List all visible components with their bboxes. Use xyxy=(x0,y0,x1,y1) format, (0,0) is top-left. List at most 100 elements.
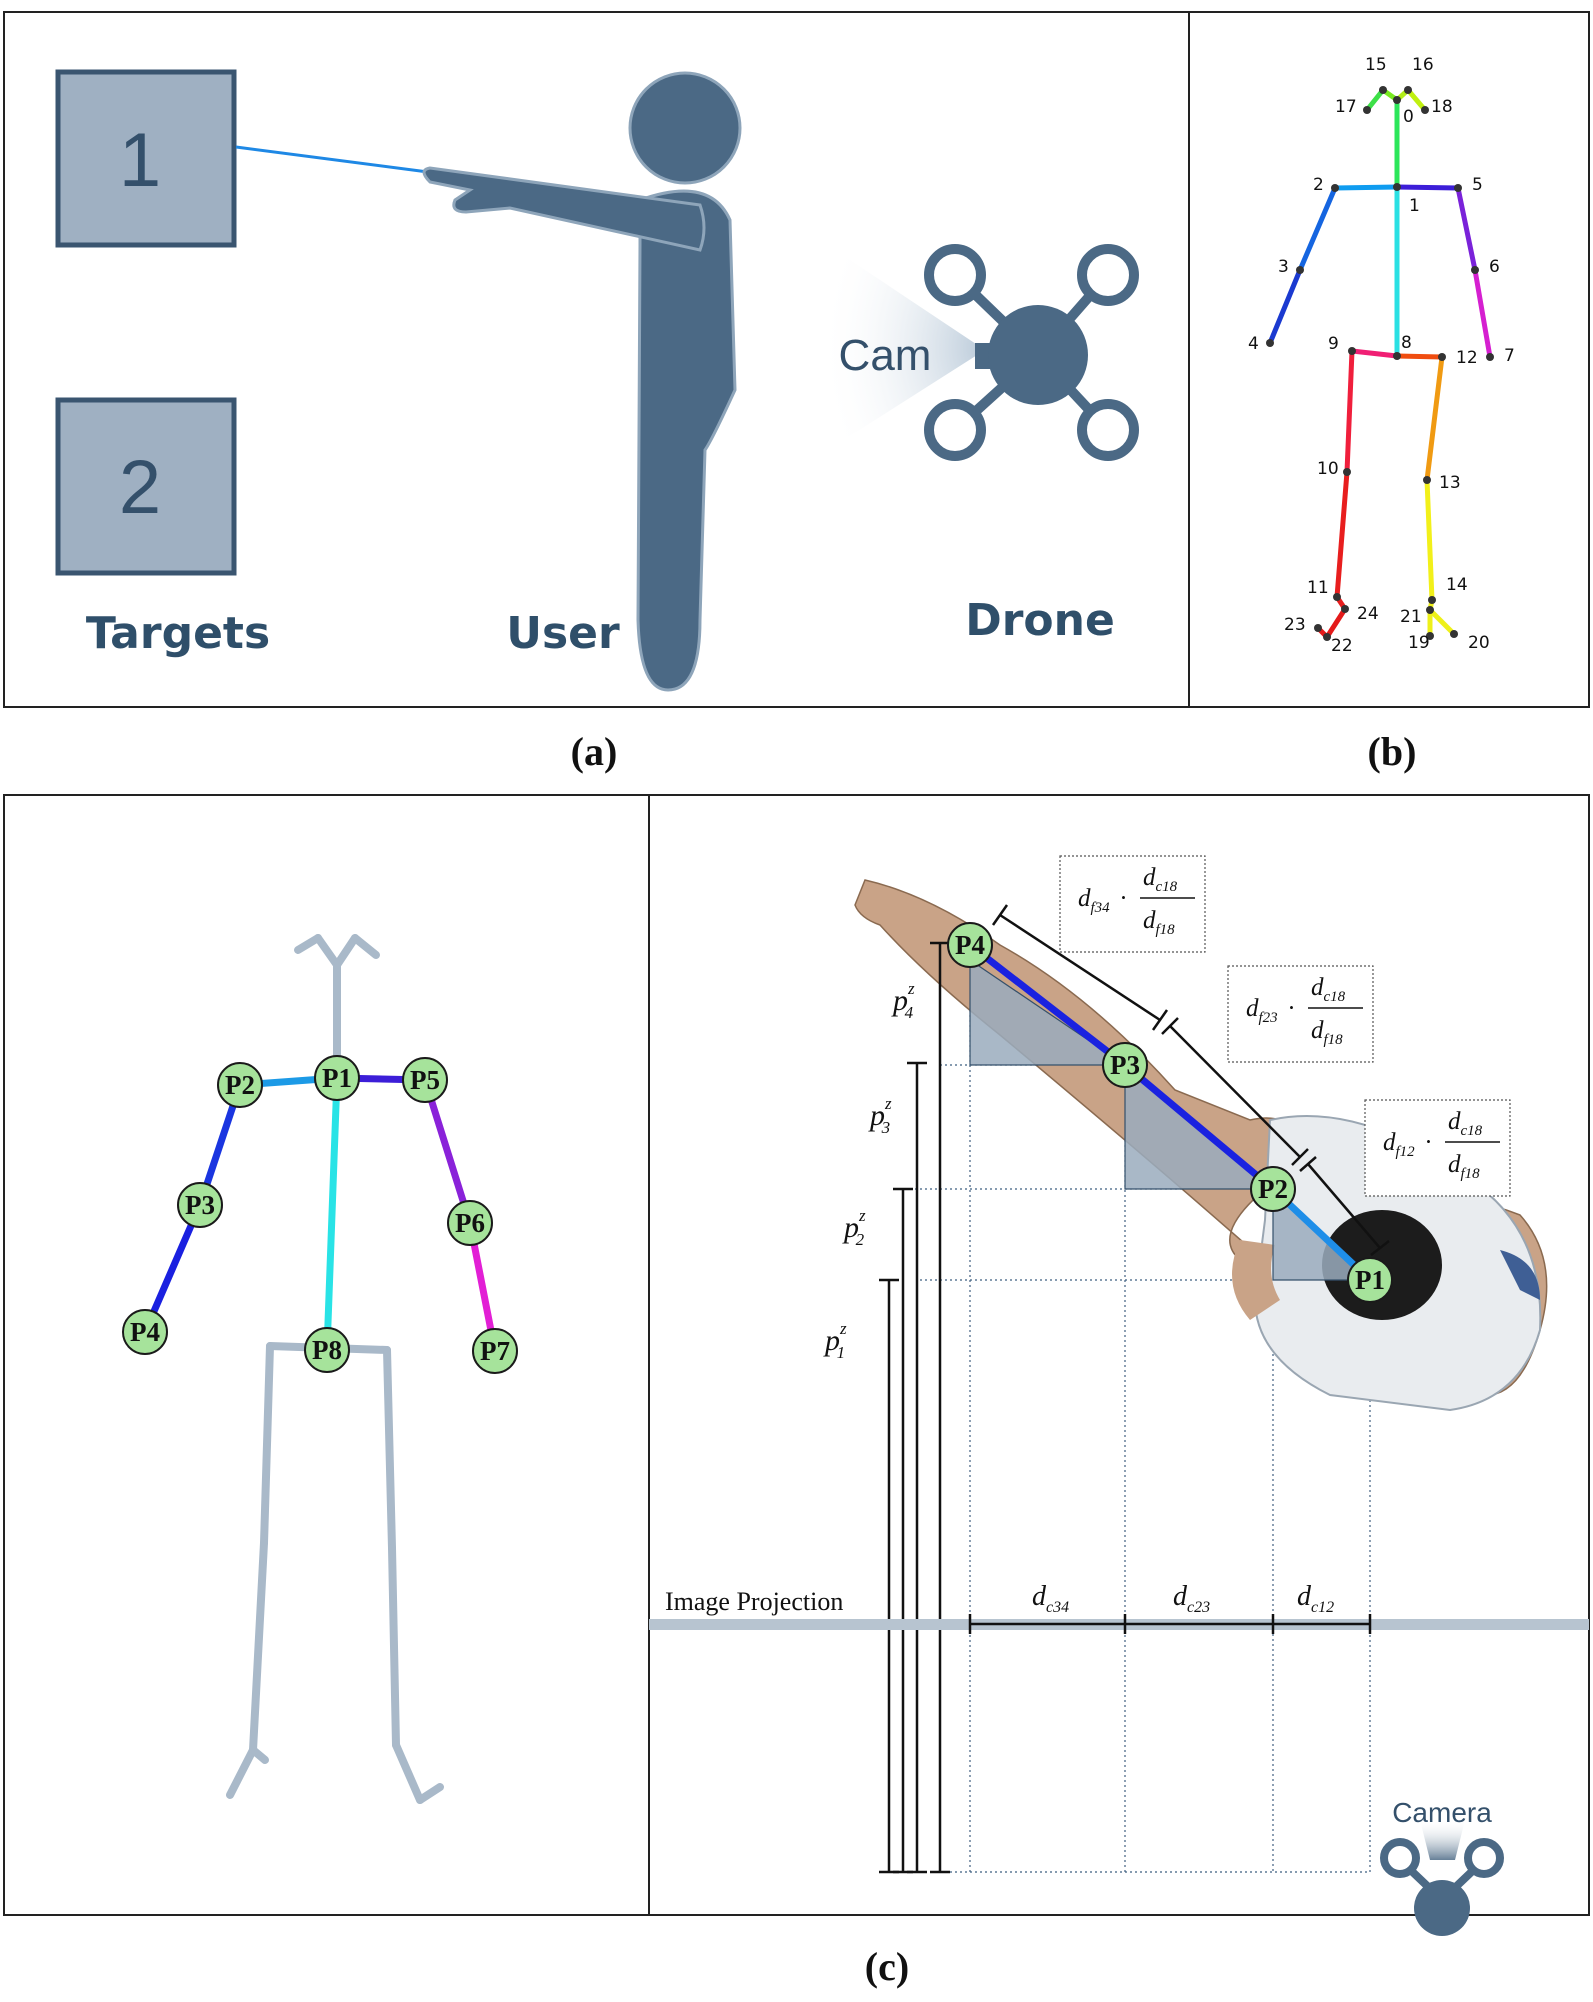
node-p6 xyxy=(447,1200,493,1246)
keypoint-label-3: 3 xyxy=(1278,257,1289,277)
keypoint-dot-24 xyxy=(1341,605,1349,613)
dc34-label: dc34 xyxy=(1032,1581,1069,1616)
keypoint-dot-19 xyxy=(1426,632,1434,640)
keypoint-label-0: 0 xyxy=(1403,107,1414,127)
keypoint-dot-7 xyxy=(1486,353,1494,361)
proj-node-label-p1: P1 xyxy=(1355,1265,1385,1295)
keypoint-label-24: 24 xyxy=(1357,604,1379,624)
drone-icon: Cam xyxy=(820,240,1139,461)
user-label: User xyxy=(506,608,620,659)
arm-limb-p1-p8 xyxy=(323,1074,341,1354)
depth-bars xyxy=(879,941,950,1874)
keypoint-dot-4 xyxy=(1266,339,1274,347)
limb-9-10 xyxy=(1344,348,1355,475)
camera-view-cone xyxy=(820,240,985,455)
node-p5 xyxy=(402,1057,448,1103)
keypoint-label-16: 16 xyxy=(1412,55,1434,75)
keypoint-label-6: 6 xyxy=(1489,257,1500,277)
svg-text:df18: df18 xyxy=(1448,1151,1480,1182)
keypoint-label-12: 12 xyxy=(1456,348,1478,368)
keypoint-dot-6 xyxy=(1471,266,1479,274)
keypoint-label-22: 22 xyxy=(1331,636,1353,656)
keypoint-label-15: 15 xyxy=(1365,55,1387,75)
keypoint-dot-21 xyxy=(1426,606,1434,614)
keypoint-dot-9 xyxy=(1348,347,1356,355)
formula-f12: df12 · dc18 df18 xyxy=(1364,1099,1511,1197)
limb-5-6 xyxy=(1455,185,1478,273)
keypoint-dot-2 xyxy=(1331,184,1339,192)
keypoint-label-20: 20 xyxy=(1468,633,1490,653)
keypoint-label-13: 13 xyxy=(1439,473,1461,493)
keypoint-dot-14 xyxy=(1428,596,1436,604)
node-p1 xyxy=(314,1055,360,1101)
keypoint-dot-22 xyxy=(1323,633,1331,641)
keypoint-label-8: 8 xyxy=(1401,333,1412,353)
faded-skeleton xyxy=(226,934,444,1804)
keypoint-dot-18 xyxy=(1421,106,1429,114)
projection-segments xyxy=(968,1614,1372,1634)
dc23-label: dc23 xyxy=(1173,1581,1210,1616)
panel-c-right-frame xyxy=(648,794,1590,1916)
panel-a: 1 2 C xyxy=(3,11,1190,708)
node-label-p4: P4 xyxy=(130,1317,160,1347)
drone-label: Drone xyxy=(965,595,1115,646)
node-label-p8: P8 xyxy=(312,1335,342,1365)
keypoint-label-2: 2 xyxy=(1313,175,1324,195)
limb-1-2 xyxy=(1332,184,1400,191)
keypoint-label-19: 19 xyxy=(1408,633,1430,653)
keypoint-label-14: 14 xyxy=(1446,575,1468,595)
keypoint-dot-0 xyxy=(1393,96,1401,104)
keypoint-dot-8 xyxy=(1393,352,1401,360)
keypoint-dot-16 xyxy=(1404,86,1412,94)
keypoint-label-4: 4 xyxy=(1248,334,1259,354)
user-silhouette xyxy=(422,71,742,692)
proj-node-label-p2: P2 xyxy=(1258,1174,1288,1204)
node-label-p2: P2 xyxy=(225,1070,255,1100)
proj-node-label-p3: P3 xyxy=(1110,1050,1140,1080)
limb-3-4 xyxy=(1267,267,1303,346)
arm-limb-p5-p6 xyxy=(421,1076,474,1227)
svg-text:df18: df18 xyxy=(1311,1017,1343,1048)
keypoint-dot-13 xyxy=(1423,476,1431,484)
keypoint-label-18: 18 xyxy=(1431,97,1453,117)
node-label-p7: P7 xyxy=(480,1336,510,1366)
keypoint-dot-1 xyxy=(1393,183,1401,191)
target-2-number: 2 xyxy=(119,445,161,530)
node-p2 xyxy=(217,1062,263,1108)
svg-text:df12: df12 xyxy=(1383,1129,1415,1160)
node-label-p6: P6 xyxy=(455,1208,485,1238)
svg-text:dc18: dc18 xyxy=(1311,974,1346,1005)
limb-1-5 xyxy=(1394,184,1461,191)
keypoint-label-17: 17 xyxy=(1335,97,1357,117)
camera-icon: Camera xyxy=(1380,1797,1504,1936)
arm-limb-p3-p4 xyxy=(141,1201,204,1336)
keypoint-dot-12 xyxy=(1438,353,1446,361)
formula-f34: df34 · dc18 df18 xyxy=(1059,855,1206,953)
limb-15-17 xyxy=(1364,87,1386,113)
svg-text:·: · xyxy=(1120,885,1126,912)
dc12-label: dc12 xyxy=(1297,1581,1334,1616)
keypoint-dot-10 xyxy=(1343,468,1351,476)
targets-label: Targets xyxy=(86,608,270,659)
node-p7 xyxy=(472,1328,518,1374)
svg-text:df23: df23 xyxy=(1246,995,1278,1026)
keypoint-dot-17 xyxy=(1363,106,1371,114)
proj-node-p2 xyxy=(1250,1166,1296,1212)
limb-21-20 xyxy=(1427,607,1457,637)
svg-text:dc18: dc18 xyxy=(1448,1108,1483,1139)
keypoint-dot-5 xyxy=(1454,184,1462,192)
node-label-p3: P3 xyxy=(185,1190,215,1220)
svg-text:df34: df34 xyxy=(1078,885,1110,916)
limb-2-3 xyxy=(1297,185,1338,273)
node-label-p5: P5 xyxy=(410,1065,440,1095)
limb-13-14 xyxy=(1424,477,1435,603)
keypoint-dot-15 xyxy=(1379,86,1387,94)
formula-f23: df23 · dc18 df18 xyxy=(1227,965,1374,1063)
svg-text:·: · xyxy=(1425,1129,1431,1156)
